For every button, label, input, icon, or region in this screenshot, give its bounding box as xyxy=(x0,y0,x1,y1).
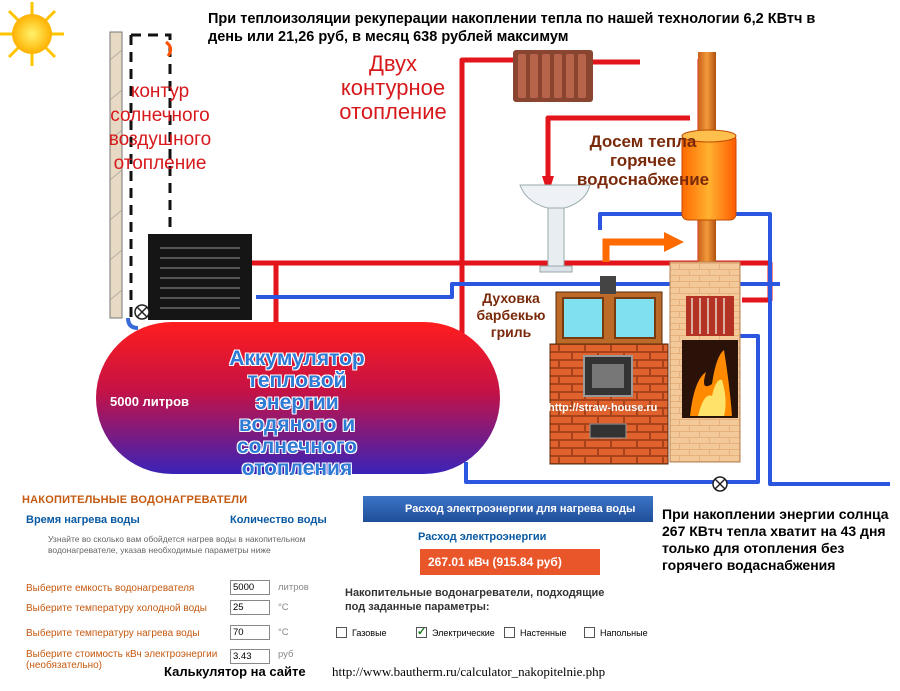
calculator-heading: НАКОПИТЕЛЬНЫЕ ВОДОНАГРЕВАТЕЛИ xyxy=(22,494,248,506)
tank-volume: 5000 литров xyxy=(110,394,190,409)
consumption-header: Расход электроэнергии для нагрева воды xyxy=(363,496,653,522)
row-label-heat-temp: Выберите температуру нагрева воды xyxy=(26,628,200,639)
filter-wall[interactable]: Настенные xyxy=(504,627,566,638)
heat-temp-input[interactable]: 70 xyxy=(230,625,270,640)
solar-air-collector xyxy=(109,31,173,330)
capacity-input[interactable]: 5000 xyxy=(230,580,270,595)
filter-electric[interactable]: Электрические xyxy=(416,625,495,638)
calculator-description: Узнайте во сколько вам обойдется нагрев … xyxy=(48,534,306,555)
suitable-heaters-text: Накопительные водонагреватели, подходящи… xyxy=(345,587,605,613)
row-label-capacity: Выберите емкость водонагревателя xyxy=(26,583,195,594)
electric-checkbox[interactable] xyxy=(416,625,427,638)
cold-temp-unit: °С xyxy=(278,602,289,613)
label-oven: Духовка барбекью гриль xyxy=(476,290,546,340)
consumption-label: Расход электроэнергии xyxy=(418,531,547,543)
filter-gas-label: Газовые xyxy=(352,627,387,638)
sink-icon xyxy=(519,184,591,273)
filter-electric-label: Электрические xyxy=(432,627,495,638)
header-title: При теплоизоляции рекуперации накоплении… xyxy=(208,11,816,45)
filter-gas[interactable]: Газовые xyxy=(336,627,387,638)
consumption-value: 267.01 кВч (915.84 руб) xyxy=(420,549,600,575)
fireplace xyxy=(669,261,741,463)
label-solar-air-circuit: контур солнечного воздушного отопление xyxy=(108,81,212,174)
calculator-url[interactable]: http://www.bautherm.ru/calculator_nakopi… xyxy=(330,664,608,680)
filter-floor[interactable]: Напольные xyxy=(584,627,648,638)
air-heater-icon xyxy=(148,234,252,320)
filter-wall-label: Настенные xyxy=(520,627,567,638)
oven-stove xyxy=(549,276,669,465)
right-note: При накоплении энергии солнца 267 КВтч т… xyxy=(662,506,889,573)
tab-water-quantity[interactable]: Количество воды xyxy=(230,514,327,526)
kwh-cost-input[interactable]: 3.43 xyxy=(230,649,270,664)
label-heat-dosing: Досем тепла горячее водоснабжение xyxy=(576,132,710,189)
row-label-kwh-cost: Выберите стоимость кВч электроэнергии (н… xyxy=(26,649,218,671)
sun-icon xyxy=(0,2,64,66)
radiator-icon xyxy=(513,50,593,102)
heat-temp-unit: °С xyxy=(278,627,289,638)
tank-title: Аккумулятор тепловой энергии водяного и … xyxy=(229,347,365,480)
wall-checkbox[interactable] xyxy=(504,627,515,638)
valve-icon xyxy=(134,304,728,492)
gas-checkbox[interactable] xyxy=(336,627,347,638)
tab-heating-time[interactable]: Время нагрева воды xyxy=(26,514,140,526)
heat-accumulator-tank xyxy=(96,322,500,474)
floor-checkbox[interactable] xyxy=(584,627,595,638)
filter-floor-label: Напольные xyxy=(600,627,648,638)
site-watermark: http://straw-house.ru xyxy=(548,402,658,414)
cold-temp-input[interactable]: 25 xyxy=(230,600,270,615)
label-dual-circuit: Двух контурное отопление xyxy=(339,51,447,124)
row-label-cold-temp: Выберите температуру холодной воды xyxy=(26,603,207,614)
calculator-footer: Калькулятор на сайте xyxy=(164,664,306,679)
kwh-cost-unit: руб xyxy=(278,649,294,660)
calculator-panel: НАКОПИТЕЛЬНЫЕ ВОДОНАГРЕВАТЕЛИ Время нагр… xyxy=(22,494,334,679)
capacity-unit: литров xyxy=(278,582,309,593)
flow-arrow-head xyxy=(664,232,684,252)
